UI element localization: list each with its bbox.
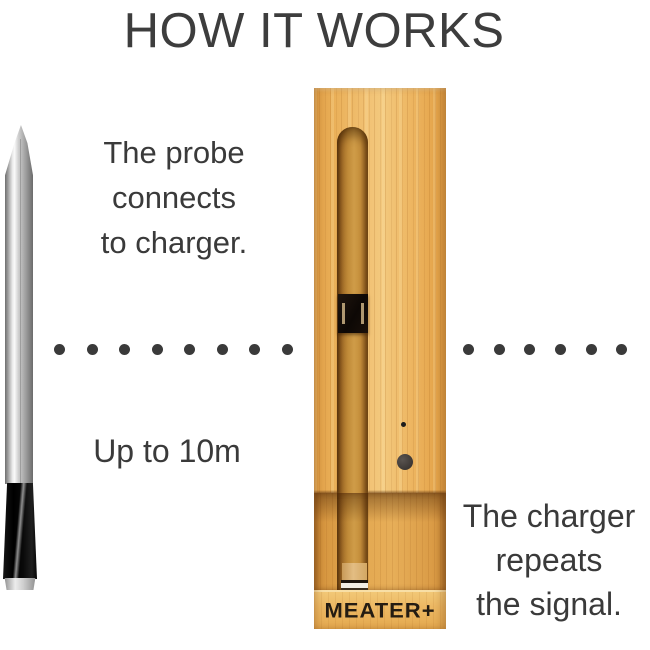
probe-end-cap [4,578,36,590]
holder-stripe [341,583,368,588]
signal-dot [524,344,536,355]
clip-contact-mark [361,303,364,324]
caption-line: The charger [462,498,636,534]
signal-dots-left [54,344,293,355]
signal-dot [86,344,98,355]
probe-retention-clip [338,294,368,333]
probe-tip-holder [341,563,368,590]
signal-dot [555,344,567,355]
probe-ceramic-handle [3,483,37,579]
caption-line: to charger. [100,225,248,260]
holder-stripe [341,588,368,590]
charger-front-face [314,88,446,493]
status-led [401,422,406,427]
power-button [397,454,413,470]
charger-recess [314,493,446,590]
signal-dot [281,344,293,355]
signal-dot [249,344,260,355]
probe-rod [5,125,33,484]
caption-line: The probe [103,135,245,170]
signal-dot [119,344,130,355]
caption-line: repeats [495,542,603,578]
signal-dot [493,344,505,355]
caption-range: Up to 10m [93,433,241,469]
clip-contact-mark [342,303,345,324]
caption-probe-connects: The probe connects to charger. [54,130,294,265]
signal-dots-right [463,344,628,355]
signal-dot [184,344,195,355]
meat-probe [3,125,39,591]
charger-block: MEATER+ [314,88,446,629]
holder-stripe [341,580,368,583]
page-title: HOW IT WORKS [123,4,505,58]
probe-slot [337,127,368,590]
signal-dot [463,344,474,355]
caption-line: the signal. [476,586,622,622]
signal-dot [216,344,228,355]
caption-charger-repeats: The charger repeats the signal. [429,494,650,626]
signal-dot [585,344,597,355]
charger-base: MEATER+ [314,590,446,629]
signal-dot [151,344,163,355]
signal-dot [54,344,65,355]
brand-label: MEATER+ [324,598,436,622]
caption-line: connects [111,180,237,215]
signal-dot [616,344,628,355]
